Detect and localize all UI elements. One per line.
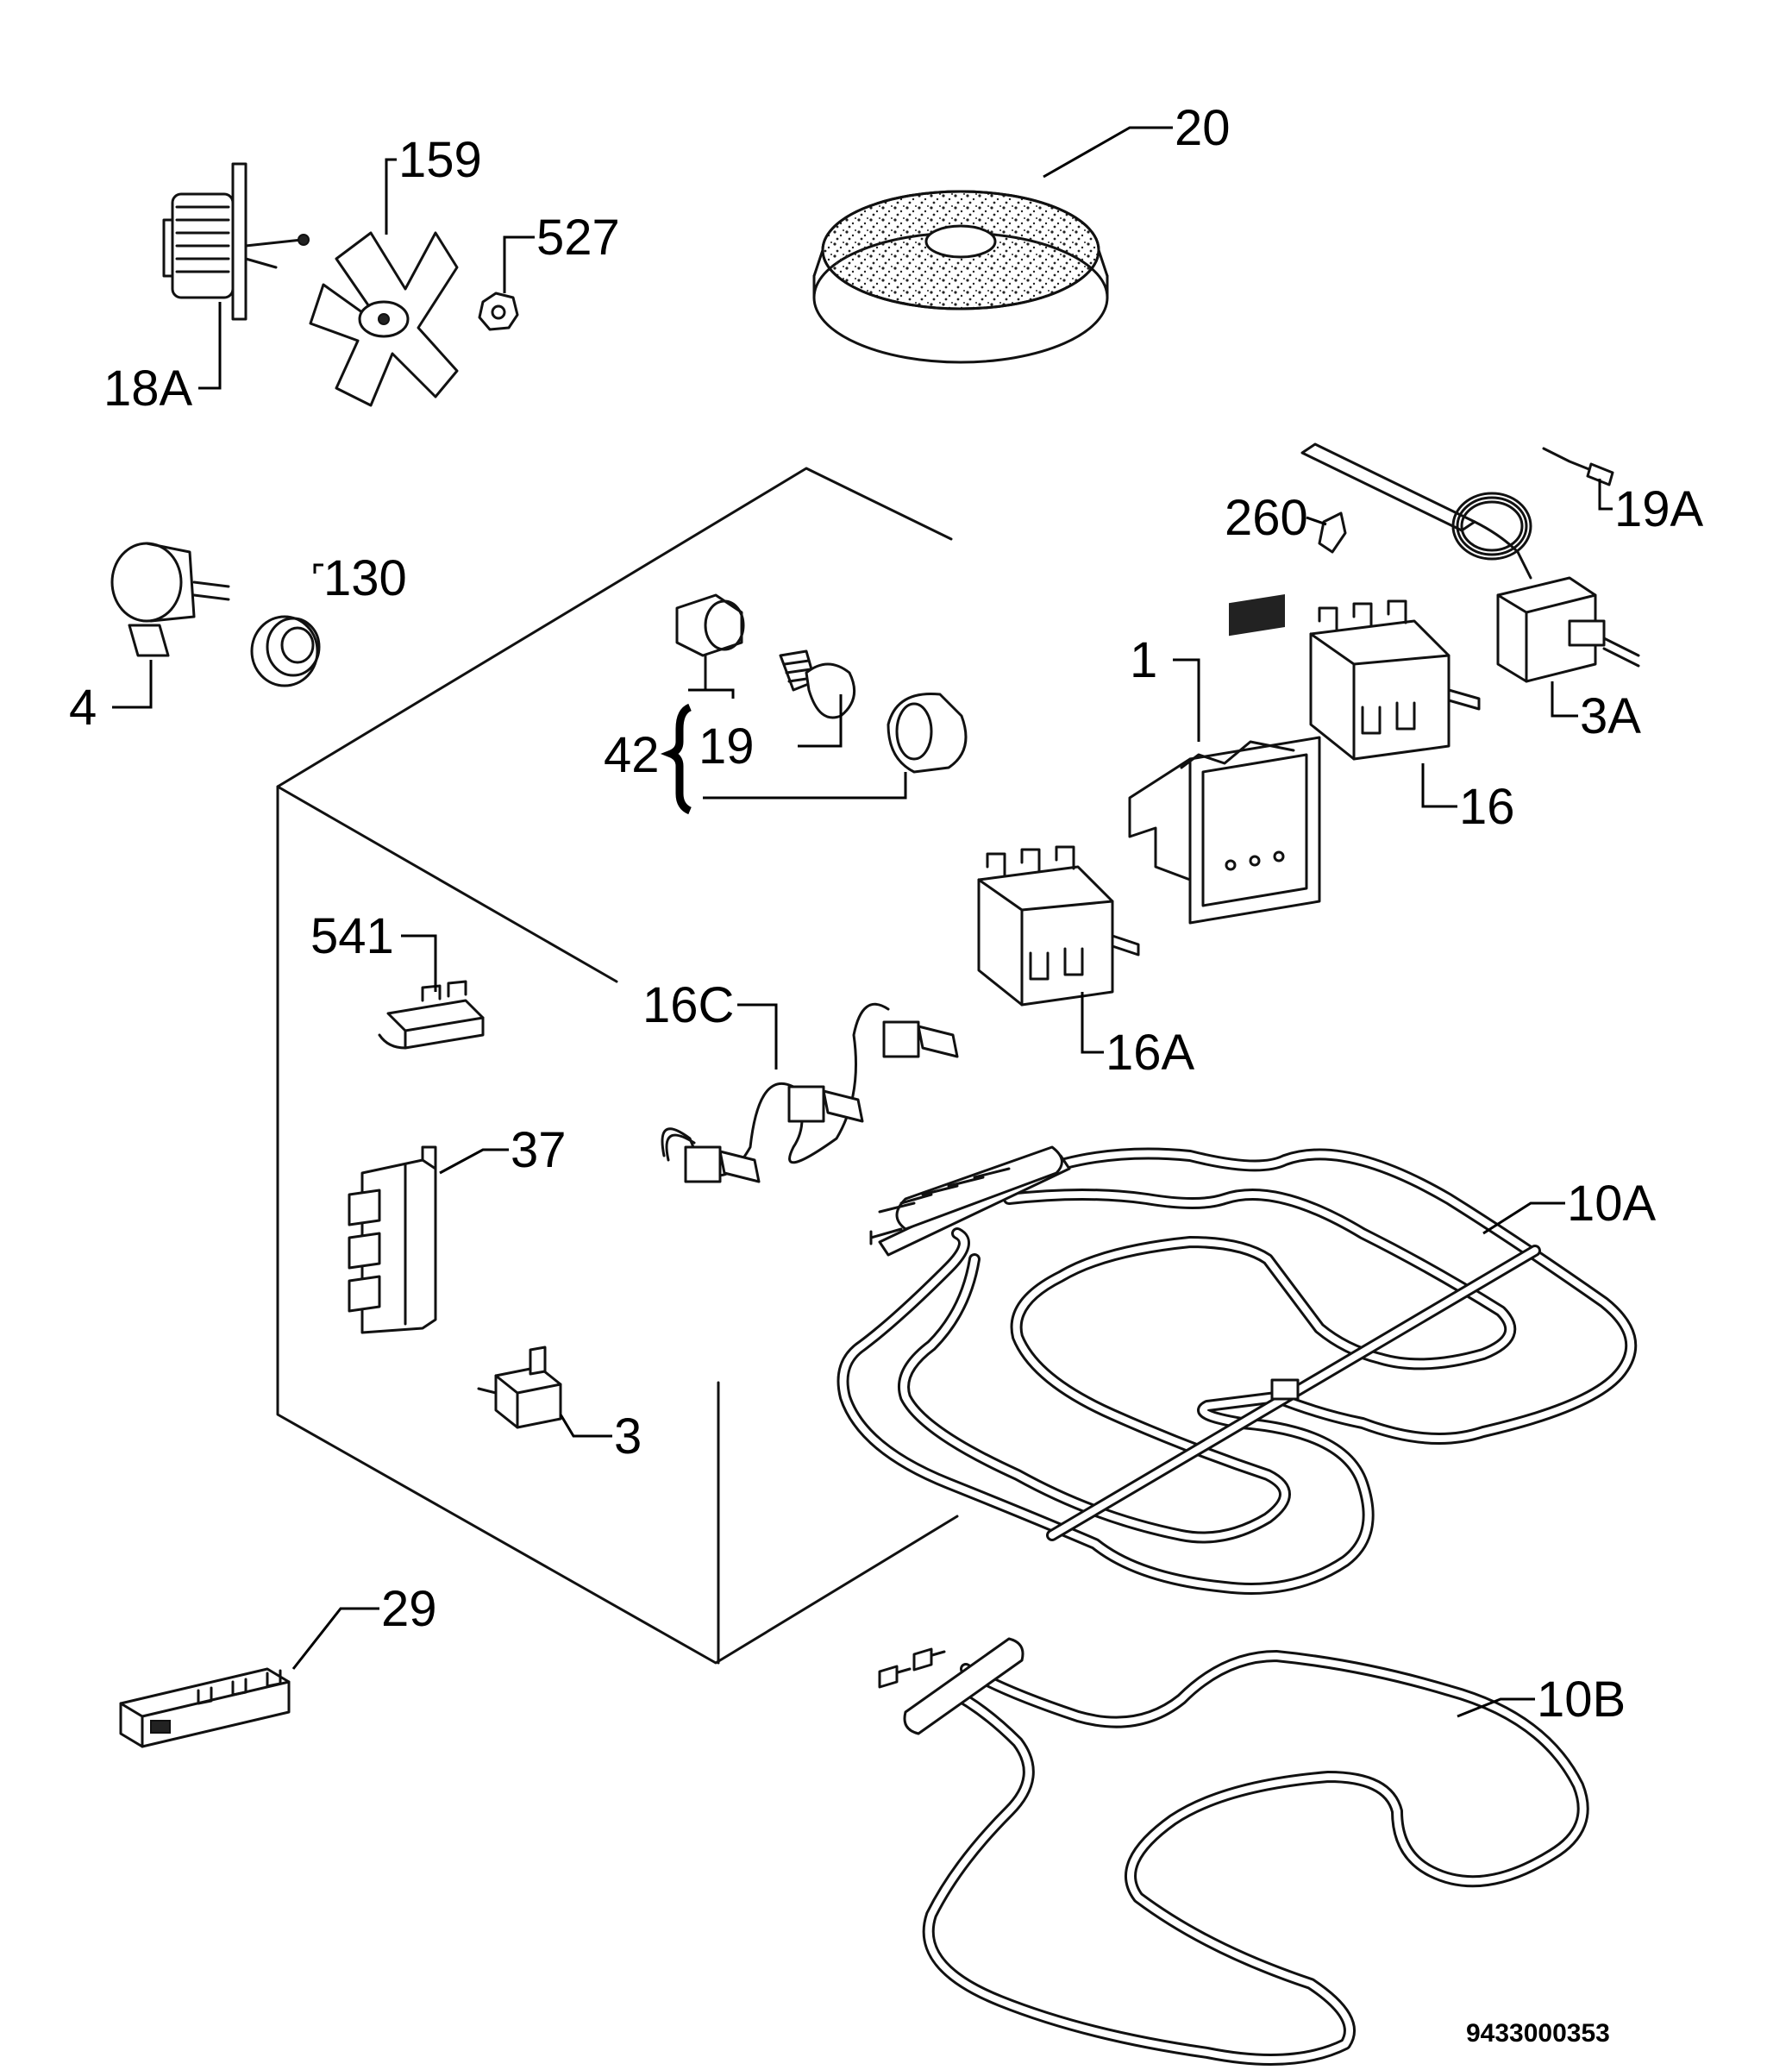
part-4-motor [110,542,230,657]
label-527: 527 [536,210,620,266]
label-18a: 18A [103,361,193,417]
part-16-selector-switch [1309,599,1481,761]
part-16a-selector-switch [977,845,1140,1007]
oven-cavity-outline [276,467,959,1665]
label-541: 541 [310,908,394,964]
label-19a: 19A [1614,481,1704,537]
label-10a: 10A [1567,1176,1657,1232]
label-29: 29 [381,1581,437,1637]
part-42-lamp-assembly [675,593,745,692]
label-37: 37 [511,1122,567,1178]
label-42: 42 [604,727,660,783]
part-10a-grill-element [836,1145,1638,1595]
part-labels: 20 159 527 18A 19A 260 130 4 3A 1 16 42 … [69,100,1704,2048]
label-19: 19 [699,718,755,775]
part-541-terminal [378,980,485,1050]
bracket-42 [660,703,692,815]
part-42-lamp-cover [887,692,968,774]
part-19a-probe-connector [1542,447,1614,486]
part-16c-wiring-harness [661,1002,959,1183]
drawing-code: 9433000353 [1466,2019,1610,2048]
part-20-fan-filter [812,190,1109,364]
part-159-fan-blade [309,231,459,407]
label-159: 159 [398,132,482,188]
part-1-timer-display [1128,594,1321,925]
label-16c: 16C [642,977,734,1033]
part-37-terminal-block [348,1145,437,1334]
part-3-switch [477,1346,562,1429]
label-10b: 10B [1537,1672,1626,1728]
part-3a-thermostat [1300,442,1640,683]
label-16: 16 [1459,779,1515,835]
label-3: 3 [614,1408,642,1465]
part-29-generator [119,1667,291,1748]
leader-lines [112,126,1613,1718]
label-130: 130 [323,550,407,606]
part-130-bushing [250,615,321,687]
label-4: 4 [69,680,97,736]
part-18a-fan-motor [162,162,310,321]
part-527-nut [478,292,519,331]
label-16a: 16A [1106,1025,1195,1081]
part-19-lamp-bulb [779,649,856,719]
part-10b-bottom-element [878,1637,1589,2066]
label-260: 260 [1225,490,1308,546]
label-3a: 3A [1580,688,1641,744]
label-20: 20 [1175,100,1231,156]
label-1: 1 [1130,632,1157,688]
part-260-clip [1318,511,1347,554]
